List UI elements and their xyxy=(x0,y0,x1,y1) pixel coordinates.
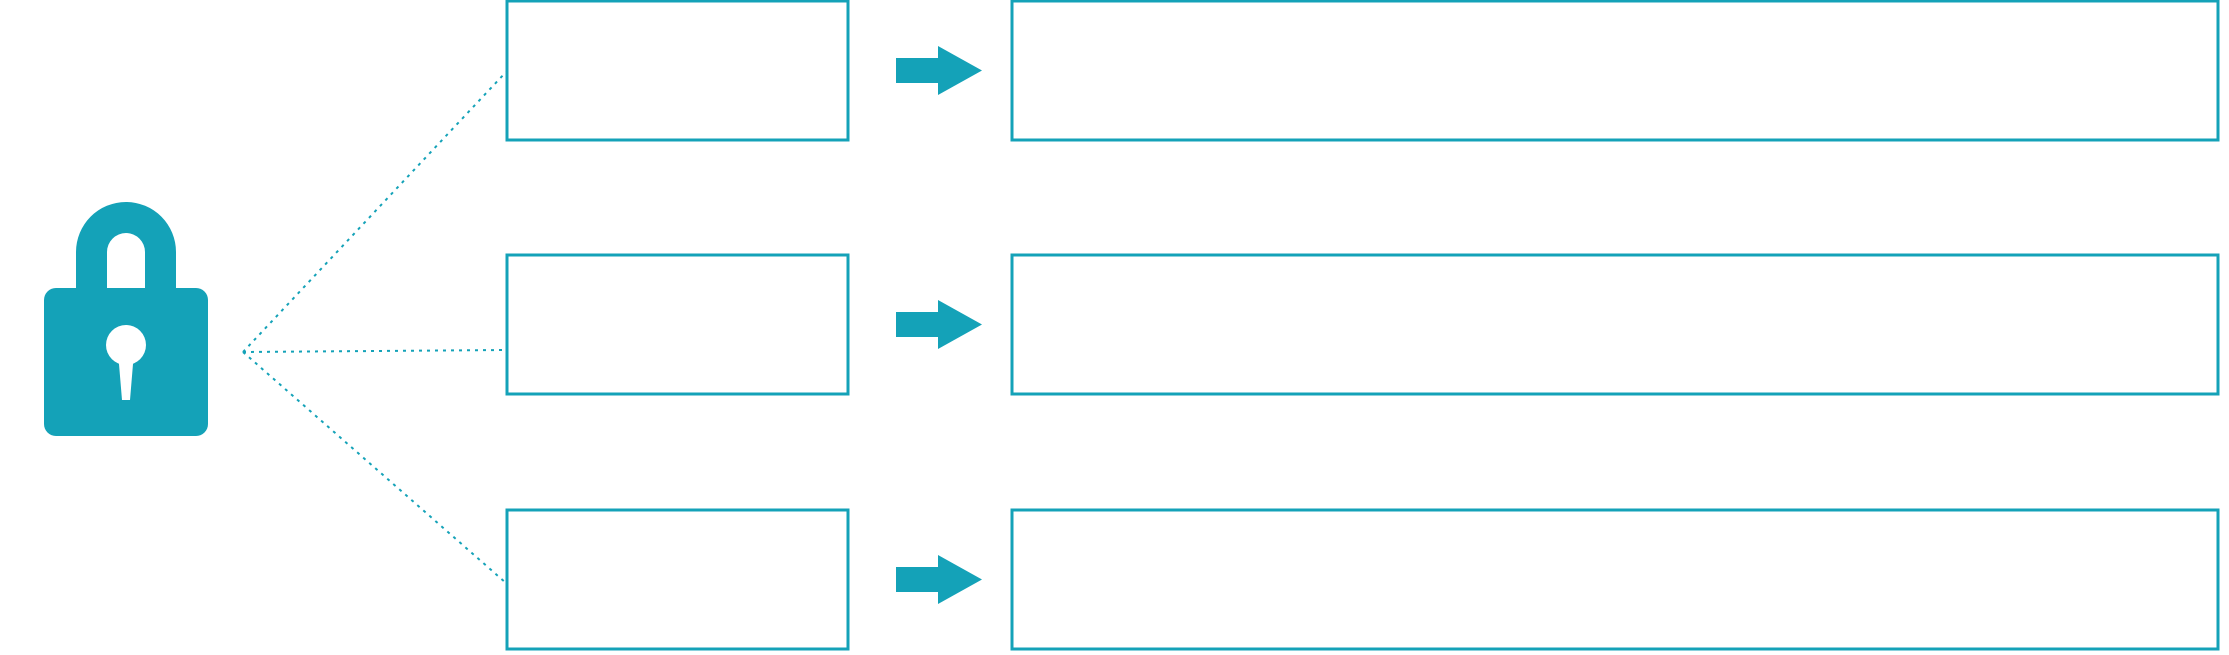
arrow-icon-2 xyxy=(896,300,982,349)
detail-label-1 xyxy=(1012,1,2218,140)
category-label-2 xyxy=(507,255,848,394)
lock-icon-label xyxy=(44,450,208,490)
arrow-icon-3 xyxy=(896,555,982,604)
category-label-1 xyxy=(507,1,848,140)
connector-lines xyxy=(242,71,507,584)
connector-line-bottom xyxy=(242,351,507,584)
lock-icon xyxy=(44,202,208,436)
detail-label-3 xyxy=(1012,510,2218,649)
diagram-row-1 xyxy=(505,0,2220,142)
detail-box-2 xyxy=(1010,253,2220,396)
arrow-icon-1 xyxy=(896,46,982,95)
category-box-3 xyxy=(505,508,850,651)
diagram-row-3 xyxy=(505,508,2220,651)
detail-label-2 xyxy=(1012,255,2218,394)
connector-line-middle xyxy=(242,349,507,353)
detail-box-3 xyxy=(1010,508,2220,651)
detail-box-1 xyxy=(1010,0,2220,142)
category-box-2 xyxy=(505,253,850,396)
category-box-1 xyxy=(505,0,850,142)
connector-line-top xyxy=(242,71,507,353)
diagram-row-2 xyxy=(505,253,2220,396)
category-label-3 xyxy=(507,510,848,649)
